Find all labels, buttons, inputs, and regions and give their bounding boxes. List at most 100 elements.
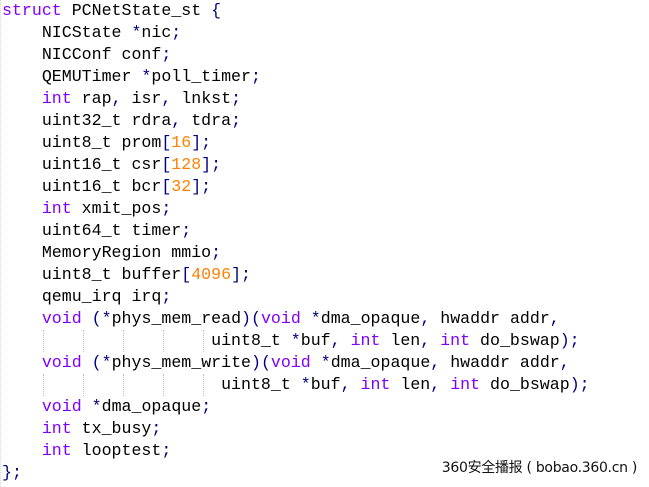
indent-guide [203,330,204,352]
operator-token: )( [241,309,261,328]
code-token: uint64_t timer [2,221,182,240]
code-token: uint32_t rdra [2,111,172,130]
operator-token: * [320,353,331,372]
operator-token: , [559,353,570,372]
number-token: 16 [171,133,192,152]
operator-token: ; [161,441,172,460]
keyword-token: void [41,397,82,416]
code-line: NICConf conf; [2,44,590,66]
code-line: NICState *nic; [2,22,590,44]
operator-token: ; [231,89,242,108]
code-line: uint16_t csr[128]; [2,154,590,176]
code-token: do_bswap [470,331,560,350]
code-line: int looptest; [2,440,590,462]
operator-token: * [131,23,142,42]
operator-token: [ [181,265,192,284]
code-line: uint16_t bcr[32]; [2,176,590,198]
code-token: uint8_t buffer [2,265,182,284]
code-token: len [380,331,421,350]
code-line: int rap, isr, lnkst; [2,88,590,110]
operator-token: , [340,375,351,394]
code-token: rap [71,89,112,108]
code-line: void (*phys_mem_read)(void *dma_opaque, … [2,308,590,330]
code-token: uint8_t [2,375,301,394]
operator-token: ; [231,111,242,130]
keyword-token: void [260,309,301,328]
operator-token: * [310,309,321,328]
keyword-token: void [270,353,311,372]
operator-token: [ [161,155,172,174]
code-line: uint8_t buffer[4096]; [2,264,590,286]
code-token [2,309,42,328]
code-token: buf [300,331,331,350]
code-line: QEMUTimer *poll_timer; [2,66,590,88]
operator-token: ]; [201,155,222,174]
code-token: uint8_t prom [2,133,162,152]
operator-token: * [91,397,102,416]
code-line: uint32_t rdra, tdra; [2,110,590,132]
keyword-token: void [41,309,82,328]
operator-token: ; [211,243,222,262]
code-token [82,309,92,328]
indent-guide [163,330,164,352]
operator-token: ; [171,23,182,42]
code-line: void (*phys_mem_write)(void *dma_opaque,… [2,352,590,374]
operator-token: { [211,1,222,20]
code-line: uint8_t prom[16]; [2,132,590,154]
code-token: NICState [2,23,132,42]
code-line: qemu_irq irq; [2,286,590,308]
code-line: struct PCNetState_st { [2,0,590,22]
code-token [2,397,42,416]
operator-token: ]; [191,177,212,196]
indent-guide [163,374,164,396]
indent-guide [83,374,84,396]
code-token [440,375,450,394]
code-token: nic [141,23,172,42]
code-token: tx_busy [71,419,152,438]
keyword-token: int [41,199,72,218]
code-token: lnkst [171,89,232,108]
operator-token: (* [91,353,112,372]
operator-token: (* [91,309,112,328]
operator-token: , [430,353,441,372]
operator-token: }; [2,463,22,482]
code-token: QEMUTimer [2,67,142,86]
keyword-token: int [450,375,481,394]
code-token: xmit_pos [71,199,162,218]
code-line: void *dma_opaque; [2,396,590,418]
code-token [2,89,42,108]
code-token [2,353,42,372]
indent-guide [43,374,44,396]
code-token [82,397,92,416]
code-token [311,353,321,372]
code-token [82,353,92,372]
code-line: uint8_t *buf, int len, int do_bswap); [2,330,590,352]
code-token [301,309,311,328]
operator-token: ; [161,45,172,64]
code-line: uint64_t timer; [2,220,590,242]
code-token: tdra [181,111,232,130]
indent-guide [123,330,124,352]
indent-guide [203,374,204,396]
operator-token: ; [161,199,172,218]
indent-guide [83,330,84,352]
code-token [2,441,42,460]
code-token [351,375,361,394]
code-token [430,331,440,350]
code-token [341,331,351,350]
operator-token: ]; [231,265,251,284]
keyword-token: int [41,419,72,438]
code-token: do_bswap [480,375,570,394]
operator-token: ); [569,375,590,394]
operator-token: * [290,331,301,350]
code-token: qemu_irq irq [2,287,162,306]
keyword-token: int [440,331,471,350]
code-token [2,199,42,218]
operator-token: * [300,375,311,394]
code-token: uint8_t [2,331,291,350]
operator-token: ; [161,287,172,306]
operator-token: ; [201,397,212,416]
watermark: 360安全播报 ( bobao.360.cn ) [441,460,638,476]
operator-token: , [420,309,431,328]
